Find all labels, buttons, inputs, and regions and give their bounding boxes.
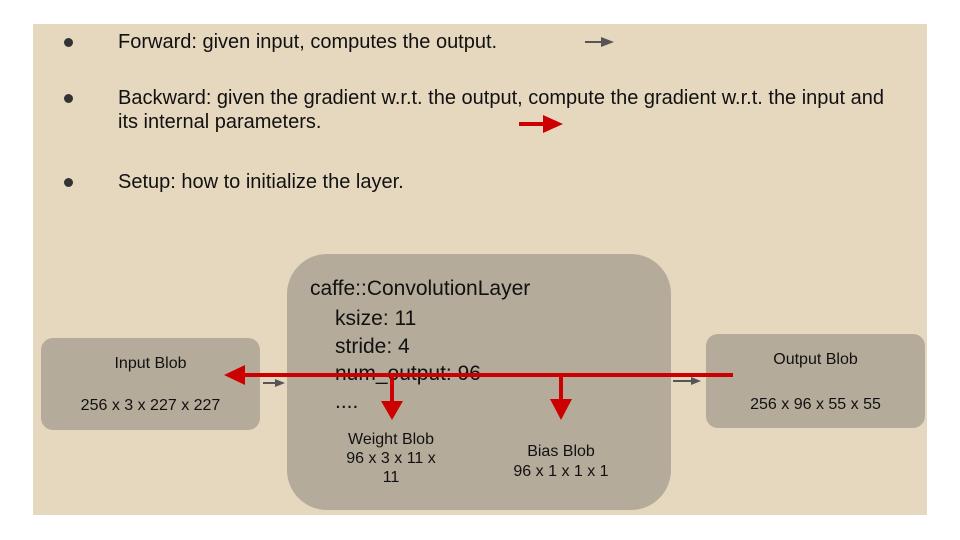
backward-arrow-to-bias <box>550 375 572 420</box>
forward-legend-arrow <box>585 37 614 47</box>
weight-blob: Weight Blob 96 x 3 x 11 x 11 <box>331 430 451 487</box>
backward-legend-arrow <box>519 115 563 133</box>
bullet-backward-text: Backward: given the gradient w.r.t. the … <box>118 87 885 133</box>
layer-stride: stride: 4 <box>335 335 410 358</box>
output-blob-dims: 256 x 96 x 55 x 55 <box>750 396 881 413</box>
bullet-dot <box>64 178 73 187</box>
input-blob-title: Input Blob <box>114 355 187 372</box>
output-blob-box: Output Blob 256 x 96 x 55 x 55 <box>706 334 925 428</box>
backward-arrow-to-weight <box>381 375 403 420</box>
bullet-dot <box>64 38 73 47</box>
weight-blob-dims-line2: 11 <box>382 469 400 486</box>
bias-blob-dims: 96 x 1 x 1 x 1 <box>513 463 609 480</box>
weight-blob-dims-line1: 96 x 3 x 11 x <box>346 450 436 467</box>
layer-ellipsis: .... <box>335 390 359 413</box>
weight-blob-title: Weight Blob <box>348 431 434 448</box>
forward-arrow-layer-to-output <box>673 377 701 385</box>
layer-ksize: ksize: 11 <box>335 307 417 330</box>
backward-arrow-main <box>224 365 733 385</box>
convolution-layer-box: caffe::ConvolutionLayer ksize: 11 stride… <box>287 254 671 510</box>
bullet-dot <box>64 94 73 103</box>
forward-arrow-input-to-layer <box>263 379 285 387</box>
input-blob-dims: 256 x 3 x 227 x 227 <box>80 397 221 414</box>
bullet-setup-text: Setup: how to initialize the layer. <box>118 171 404 193</box>
bias-blob-title: Bias Blob <box>527 443 595 460</box>
bias-blob: Bias Blob 96 x 1 x 1 x 1 <box>491 442 631 482</box>
layer-title: caffe::ConvolutionLayer <box>310 277 531 300</box>
arrows-overlay <box>224 37 733 420</box>
output-blob-title: Output Blob <box>773 351 858 368</box>
slide: Forward: given input, computes the outpu… <box>33 24 927 515</box>
input-blob-box: Input Blob 256 x 3 x 227 x 227 <box>41 338 260 430</box>
bullet-forward-text: Forward: given input, computes the outpu… <box>118 31 498 53</box>
